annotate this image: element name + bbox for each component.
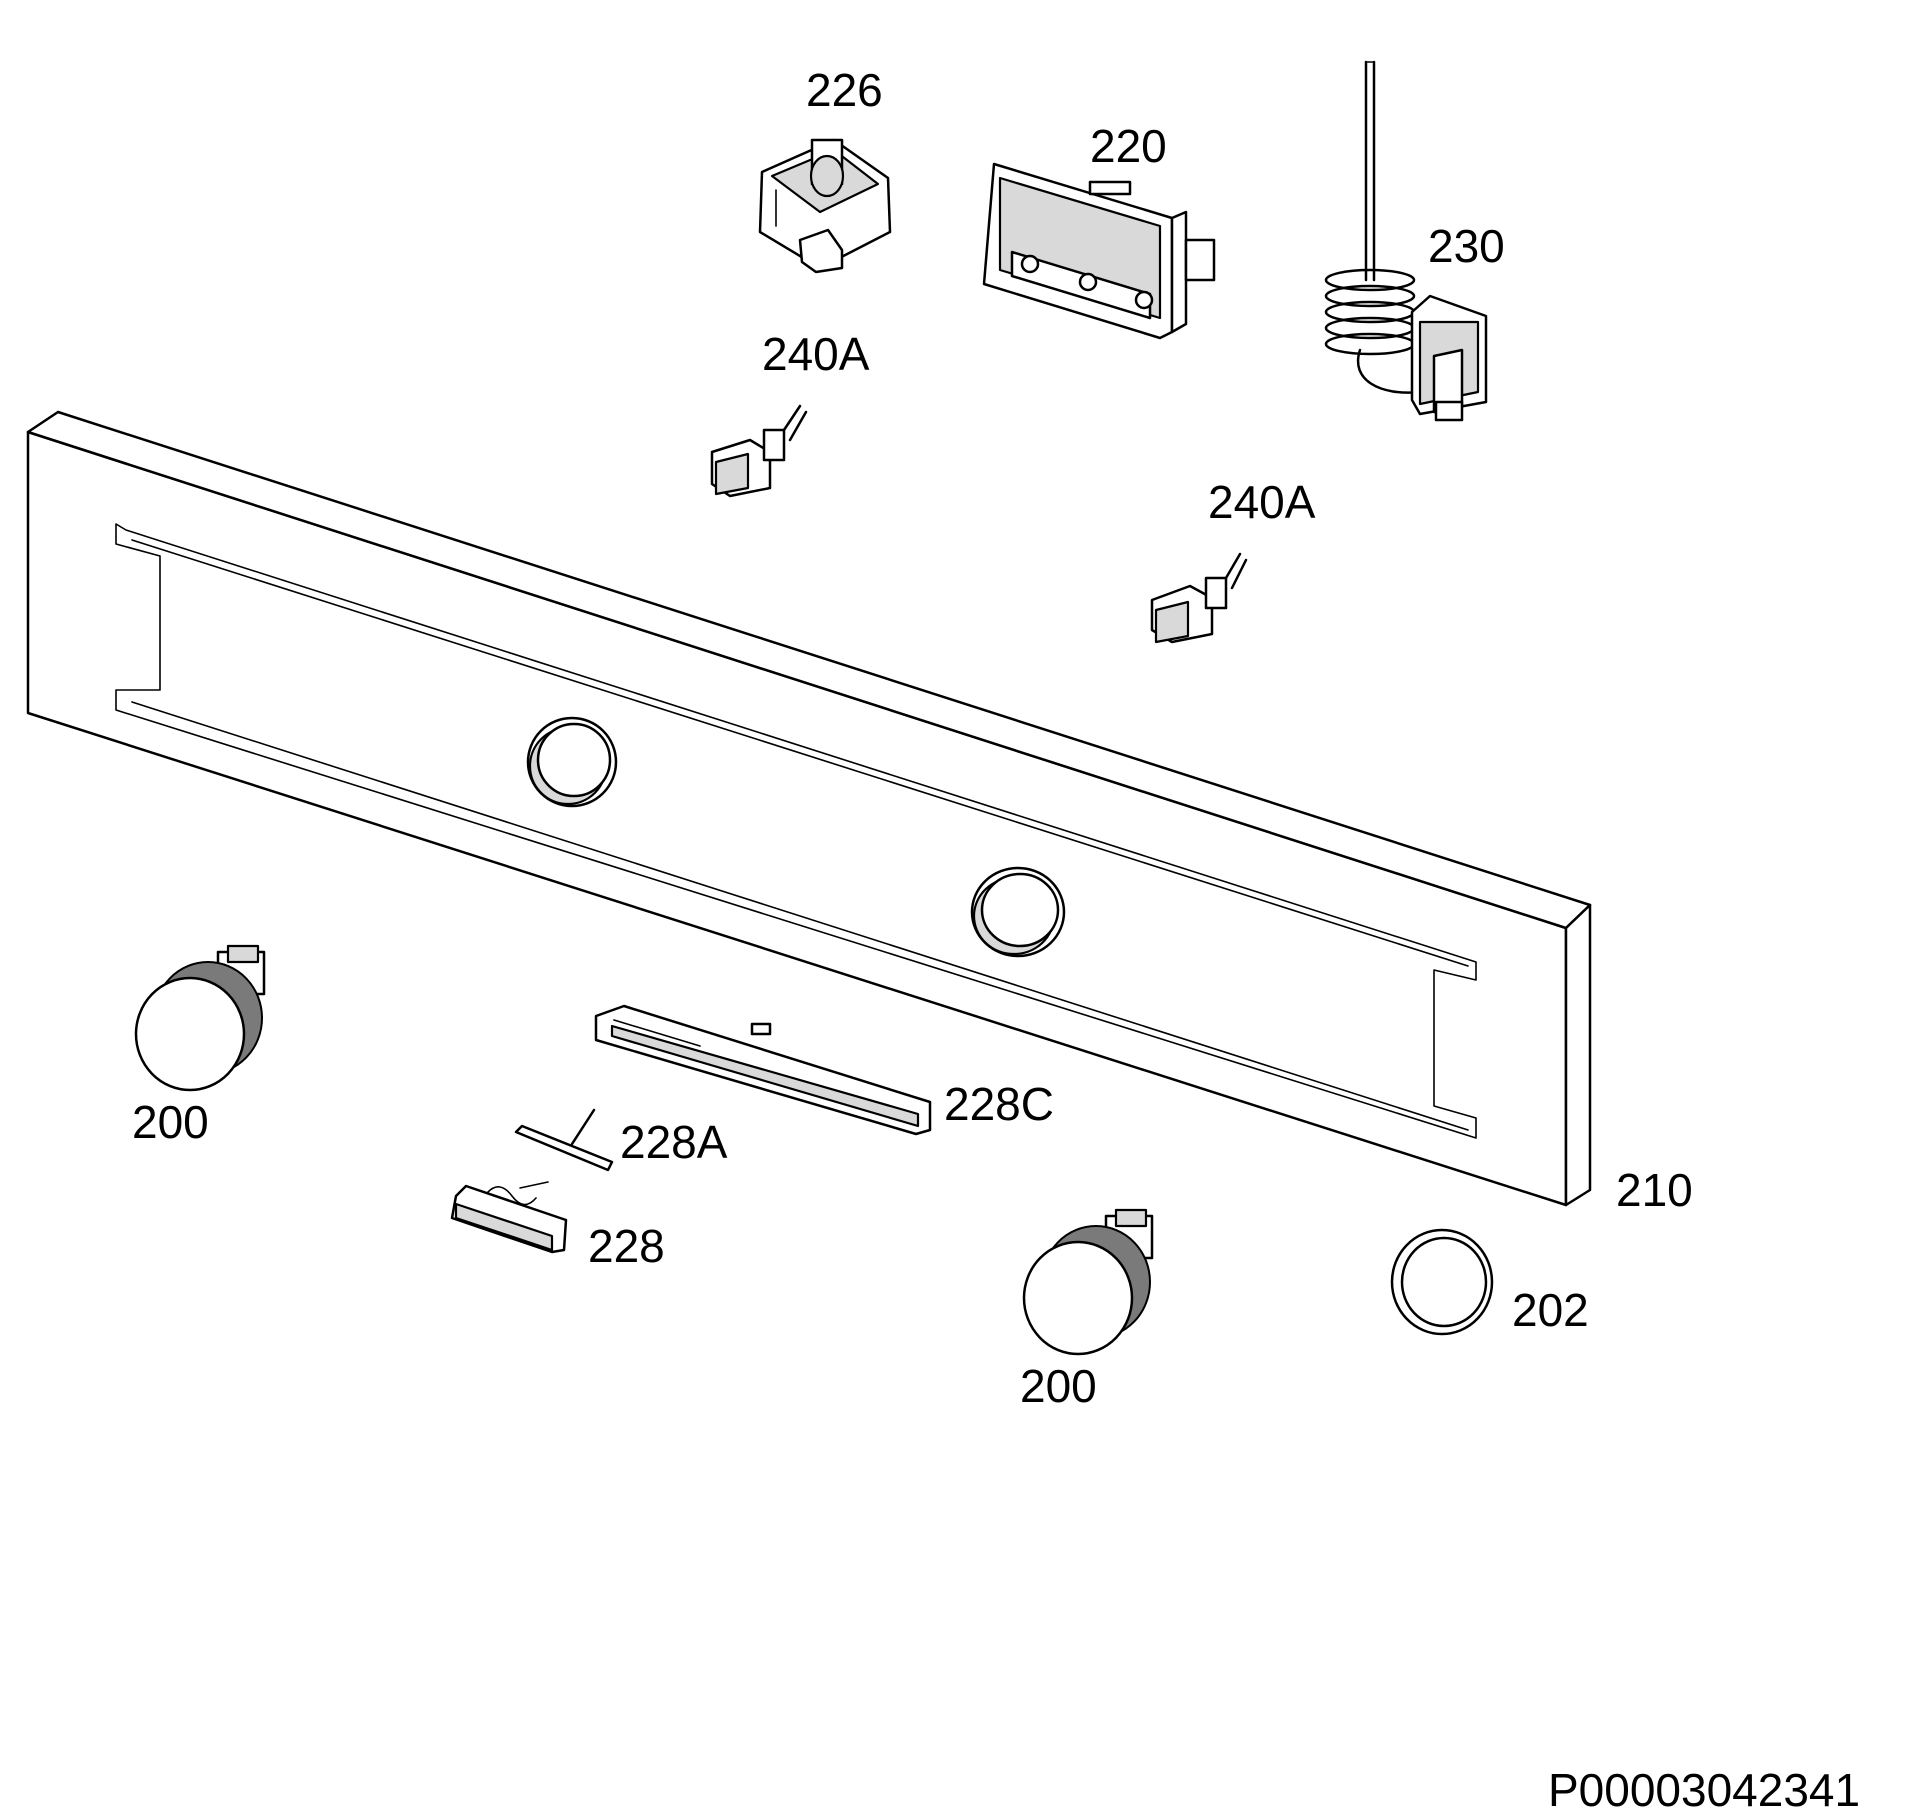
panel-hole-left — [526, 716, 618, 808]
label-200-left: 200 — [132, 1096, 209, 1148]
knob-200-left — [134, 944, 266, 1092]
display-frame-228c — [594, 1004, 932, 1136]
capillary-coil — [1324, 268, 1416, 356]
label-228: 228 — [588, 1220, 665, 1272]
label-226: 226 — [806, 64, 883, 116]
knob-200-right — [1022, 1208, 1154, 1356]
label-230: 230 — [1428, 220, 1505, 272]
indicator-lamp-240a-lower — [1150, 552, 1248, 644]
label-240a-upper: 240A — [762, 328, 870, 380]
label-228c: 228C — [944, 1078, 1054, 1130]
selector-switch-226 — [758, 138, 892, 274]
knob-ring-202 — [1390, 1228, 1494, 1336]
control-panel-210 — [26, 410, 1592, 1207]
thermostat-230 — [1324, 60, 1488, 422]
strip-228a — [514, 1108, 614, 1172]
control-module-220 — [982, 162, 1216, 340]
connector-228 — [450, 1181, 568, 1254]
label-210: 210 — [1616, 1164, 1693, 1216]
label-240a-lower: 240A — [1208, 476, 1316, 528]
label-220: 220 — [1090, 120, 1167, 172]
indicator-lamp-240a-upper — [710, 404, 808, 498]
panel-hole-right — [970, 866, 1066, 958]
label-202: 202 — [1512, 1284, 1589, 1336]
document-id: P00003042341 — [1548, 1764, 1860, 1816]
label-228a: 228A — [620, 1116, 728, 1168]
label-200-right: 200 — [1020, 1360, 1097, 1412]
